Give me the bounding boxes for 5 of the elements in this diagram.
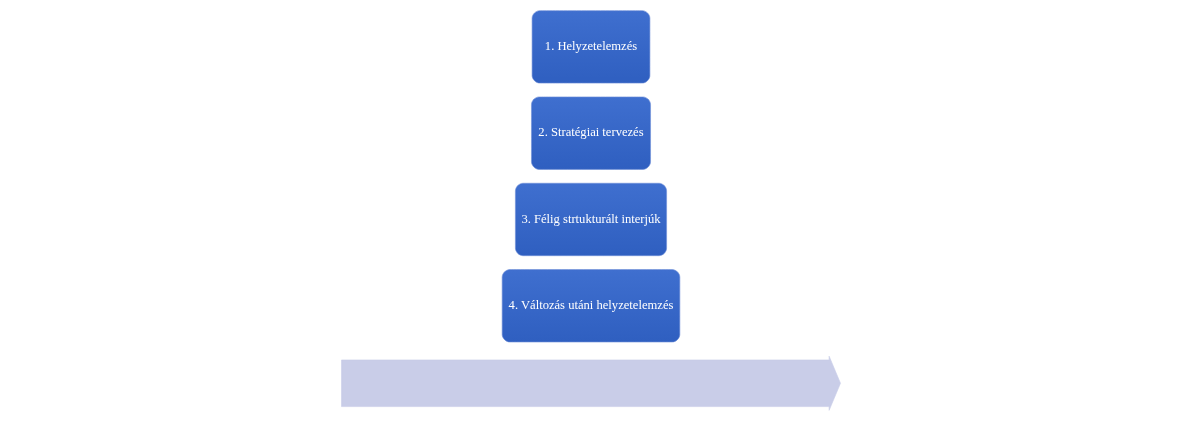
- node-arrow: [341, 355, 841, 411]
- node-box: 2. Stratégiai tervezés: [531, 96, 651, 170]
- node-box: 4. Változás utáni helyzetelemzés: [501, 269, 681, 343]
- node-box: 1. Helyzetelemzés: [531, 10, 651, 84]
- node-box: 3. Félig strtukturált interjúk: [515, 182, 667, 256]
